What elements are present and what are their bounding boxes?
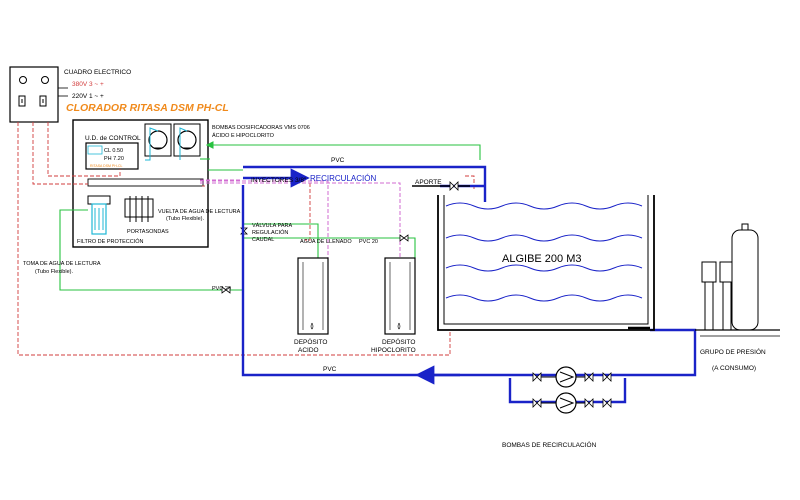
- protection-filter: [87, 195, 111, 235]
- valve-label: VÁLVULA PARA: [252, 222, 292, 229]
- pvc-bottom-label: PVC: [323, 366, 337, 373]
- pressure-group-label: GRUPO DE PRESIÓN: [700, 347, 766, 356]
- intake-label: TOMA DE AGUA DE LECTURA: [23, 261, 101, 267]
- fill-water-label: AGUA DE LLENADO: [300, 239, 352, 245]
- return-water-label: VUELTA DE AGUA DE LECTURA: [158, 209, 241, 215]
- aporte-valve[interactable]: [449, 181, 459, 191]
- recirculation-pump-1: [532, 366, 612, 388]
- storage-tank: [437, 195, 655, 331]
- acid-tank-label-2: ACIDO: [298, 347, 319, 354]
- recirculation-label: RECIRCULACIÓN: [310, 174, 376, 183]
- dosing-pump-acid: [144, 123, 172, 157]
- pumps-label: BOMBAS DOSIFICADORAS VMS 0706: [212, 125, 310, 131]
- injectors-label: INYECTORES 3/8": [251, 177, 307, 184]
- hypochlorite-tank-label-2: HIPOCLORITO: [371, 347, 416, 354]
- pvc-top-label: PVC: [331, 157, 345, 164]
- probe-holder-label: PORTASONDAS: [127, 229, 169, 235]
- hypochlorite-tank-label: DEPÓSITO: [382, 337, 415, 346]
- voltage-380: 380V 3 ~ +: [72, 81, 104, 88]
- electric-wiring: [17, 122, 475, 356]
- hypochlorite-tank: [384, 257, 416, 335]
- acid-tank-label: DEPÓSITO: [294, 337, 327, 346]
- recirculation-pump-2: [532, 392, 612, 414]
- intake-valve[interactable]: [221, 286, 231, 294]
- pvc20-intake-label: PVC 20: [212, 286, 231, 292]
- control-brand: RITASA DSM PH-CL: [90, 164, 122, 168]
- valve-label-3: CAUDAL: [252, 237, 274, 243]
- dosing-pump-hypochlorite: [173, 123, 201, 157]
- display-cl: CL 0.50: [104, 148, 123, 154]
- tank-label: ALGIBE 200 M3: [502, 253, 582, 265]
- recirculation-pumps-label: BOMBAS DE RECIRCULACIÓN: [502, 440, 597, 449]
- valve-label-2: REGULACIÓN: [252, 229, 288, 236]
- control-unit-label: U.D. de CONTROL: [85, 135, 141, 142]
- return-water-sublabel: (Tubo Flexible).: [166, 216, 204, 222]
- acid-tank: [297, 257, 329, 335]
- sample-lines: [59, 141, 481, 291]
- pumps-sublabel: ÁCIDO E HIPOCLORITO: [212, 132, 275, 139]
- aporte-label: APORTE: [415, 179, 442, 186]
- filter-label: FILTRO DE PROTECCIÓN: [77, 238, 144, 245]
- probe-holder: [124, 196, 154, 222]
- intake-sublabel: (Tubo Flexible).: [35, 269, 73, 275]
- pressure-group-sublabel: (A CONSUMO): [712, 365, 756, 372]
- pvc20-fill-label: PVC 20: [359, 239, 378, 245]
- fill-valve[interactable]: [399, 234, 409, 242]
- panel-title: CUADRO ELECTRICO: [64, 69, 131, 76]
- pressure-group: [695, 223, 780, 337]
- display-ph: PH 7.20: [104, 156, 124, 162]
- voltage-220: 220V 1 ~ +: [72, 93, 104, 100]
- product-title: CLORADOR RITASA DSM PH-CL: [66, 102, 229, 114]
- electrical-panel: [9, 66, 59, 123]
